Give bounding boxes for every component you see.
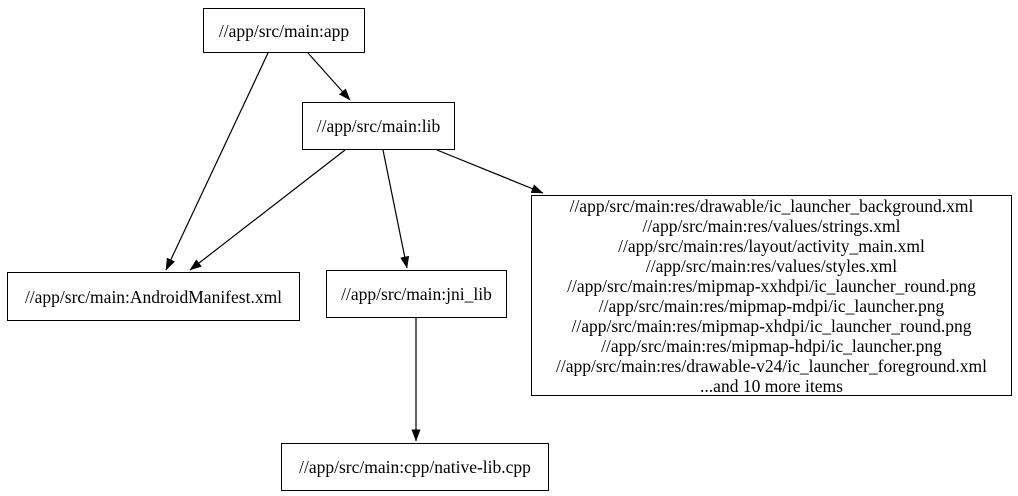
edge-app-to-lib (307, 52, 351, 101)
res-group-line: //app/src/main:res/values/strings.xml (642, 215, 901, 236)
node-lib-label: //app/src/main:lib (316, 116, 441, 136)
graph-node-native-lib-cpp: //app/src/main:cpp/native-lib.cpp (281, 443, 549, 491)
node-native-lib-cpp-label: //app/src/main:cpp/native-lib.cpp (299, 457, 531, 477)
edge-app-to-android-manifest (165, 52, 269, 271)
node-jni-lib-label: //app/src/main:jni_lib (341, 284, 492, 304)
res-group-line: //app/src/main:res/layout/activity_main.… (618, 235, 925, 256)
res-group-line: //app/src/main:res/drawable/ic_launcher_… (569, 195, 974, 216)
graph-node-android-manifest: //app/src/main:AndroidManifest.xml (7, 272, 300, 321)
res-group-line: //app/src/main:res/mipmap-xhdpi/ic_launc… (571, 315, 972, 336)
res-group-line: //app/src/main:res/mipmap-mdpi/ic_launch… (598, 295, 945, 316)
edge-lib-to-jni-lib (382, 149, 410, 269)
res-group-line: //app/src/main:res/mipmap-hdpi/ic_launch… (601, 335, 942, 356)
graph-node-jni-lib: //app/src/main:jni_lib (326, 270, 507, 318)
node-android-manifest-label: //app/src/main:AndroidManifest.xml (24, 286, 283, 307)
res-group-line: //app/src/main:res/drawable-v24/ic_launc… (555, 355, 988, 376)
graph-node-res-group: //app/src/main:res/drawable/ic_launcher_… (531, 195, 1012, 396)
graph-node-lib: //app/src/main:lib (302, 102, 455, 150)
edge-lib-to-res-group (436, 149, 544, 194)
res-group-line: //app/src/main:res/values/styles.xml (645, 255, 898, 276)
res-group-more-items: ...and 10 more items (700, 375, 843, 396)
res-group-line: //app/src/main:res/mipmap-xxhdpi/ic_laun… (567, 275, 976, 296)
graph-node-app: //app/src/main:app (203, 8, 365, 53)
node-app-label: //app/src/main:app (218, 20, 350, 41)
edge-lib-to-android-manifest (189, 149, 346, 271)
